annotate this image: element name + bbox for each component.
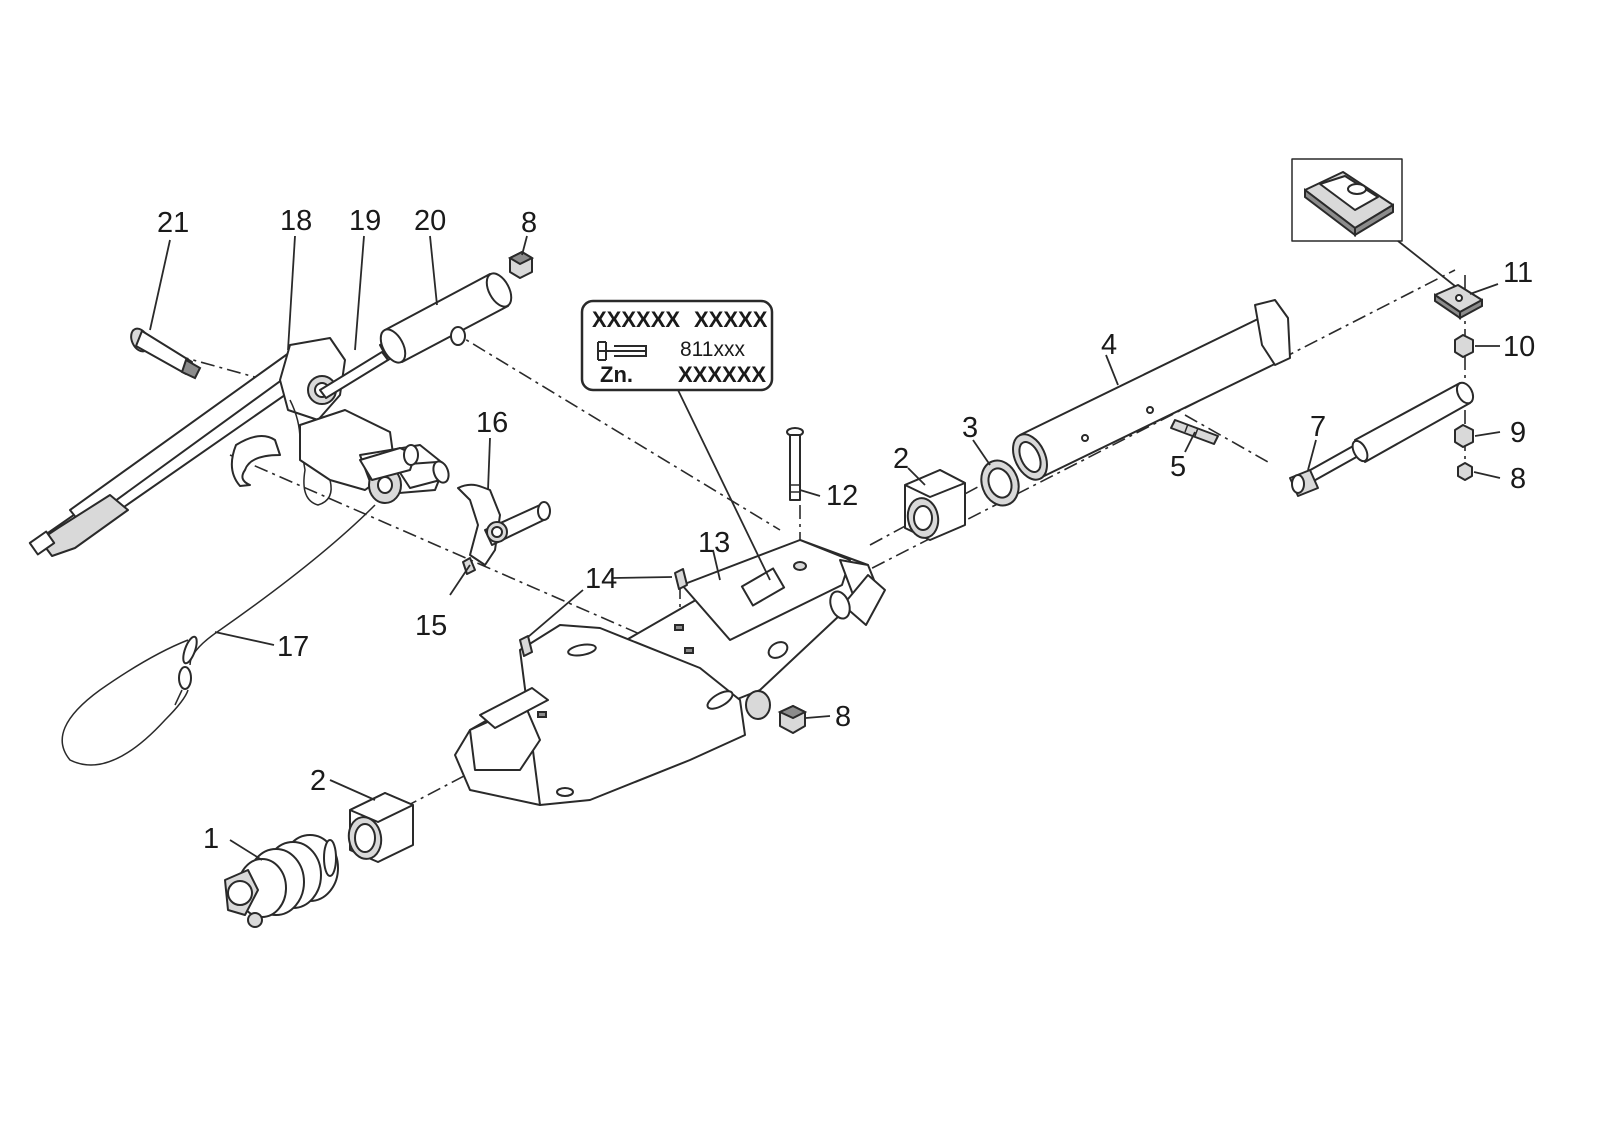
- part-16-catch-lever: [457, 483, 551, 566]
- part-3-ring: [980, 459, 1020, 507]
- callout-16: 16: [476, 407, 508, 439]
- callout-18: 18: [280, 205, 312, 237]
- callout-21: 21: [157, 207, 189, 239]
- bracket-assembly: [299, 409, 450, 504]
- type-plate-part-number: 811xxx: [680, 338, 745, 361]
- callout-7: 7: [1310, 411, 1326, 443]
- part-15-screw: [449, 557, 476, 596]
- callout-12: 12: [826, 480, 858, 512]
- callout-3: 3: [962, 412, 978, 444]
- callout-8-right: 8: [1510, 463, 1526, 495]
- callout-5: 5: [1170, 451, 1186, 483]
- callout-2-right: 2: [893, 443, 909, 475]
- callout-10: 10: [1503, 331, 1535, 363]
- part-2-bushing-right: [904, 469, 966, 541]
- part-2-bushing-left: [347, 792, 414, 863]
- leader-lines: [149, 235, 1501, 861]
- callout-14: 14: [585, 563, 617, 595]
- part-21-bolt: [130, 327, 202, 380]
- callout-numbers: 21 18 19 20 8 16 15 17 14 13 12 2 3 4 5 …: [157, 205, 1535, 855]
- spring-plate-detail-icon: [1304, 171, 1394, 238]
- part-13-housing: [454, 539, 886, 806]
- callout-20: 20: [414, 205, 446, 237]
- part-17-safety-cable: [61, 504, 376, 766]
- callout-13: 13: [698, 527, 730, 559]
- callout-19: 19: [349, 205, 381, 237]
- part-12-long-bolt: [786, 427, 804, 501]
- callout-9: 9: [1510, 417, 1526, 449]
- part-11-spring-plate: [1434, 284, 1483, 320]
- type-plate-row1-left: XXXXXX: [592, 307, 680, 332]
- callout-8-mid: 8: [835, 701, 851, 733]
- part-8-nut-right: [1457, 462, 1473, 481]
- callout-8-top: 8: [521, 207, 537, 239]
- type-plate-row3-left: Zn.: [600, 362, 633, 387]
- callout-17: 17: [277, 631, 309, 663]
- part-1-bellows: [224, 834, 339, 928]
- callout-1: 1: [203, 823, 219, 855]
- part-14-grease-nipples: [519, 568, 688, 657]
- callout-2-left: 2: [310, 765, 326, 797]
- detail-inset: [1291, 158, 1461, 291]
- part-9-bushing: [1454, 424, 1474, 448]
- callout-11: 11: [1503, 257, 1533, 289]
- part-20-spring-cylinder: [379, 272, 513, 364]
- type-plate-row3-right: XXXXXX: [678, 362, 766, 387]
- part-8-nut-top: [507, 250, 535, 279]
- part-4-drawbar-tube: [1012, 299, 1291, 481]
- type-plate: XXXXXX XXXXX 811xxx Zn. XXXXXX: [580, 299, 774, 581]
- callout-15: 15: [415, 610, 447, 642]
- coupling-symbol-icon: [597, 341, 647, 361]
- callout-4: 4: [1101, 329, 1117, 361]
- type-plate-row1-right: XXXXX: [694, 307, 768, 332]
- part-8-nut-mid: [777, 704, 808, 734]
- part-10-bushing: [1454, 334, 1474, 358]
- part-7-damper: [1289, 381, 1475, 497]
